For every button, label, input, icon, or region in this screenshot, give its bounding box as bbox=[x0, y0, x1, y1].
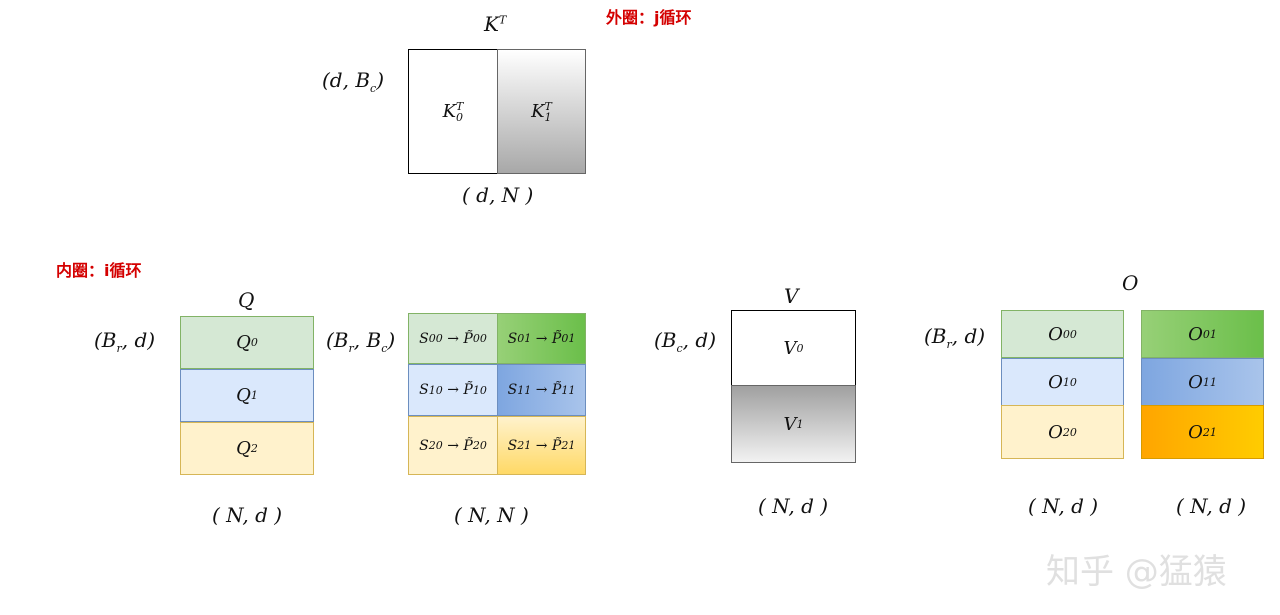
o-title: O bbox=[1122, 271, 1139, 295]
kt-title: KT bbox=[484, 12, 507, 36]
kt-side-label: (d, Bc) bbox=[322, 68, 385, 95]
o-shape-label-left: ( N, d ) bbox=[1028, 494, 1099, 518]
q-side-label: (Br, d) bbox=[94, 328, 156, 355]
outer-loop-note: 外圈：j循环 bbox=[606, 8, 692, 27]
o-shape-label-right: ( N, d ) bbox=[1176, 494, 1247, 518]
s-side-label: (Br, Bc) bbox=[326, 328, 396, 355]
o-side-label: (Br, d) bbox=[924, 324, 986, 351]
q-title: Q bbox=[238, 288, 255, 312]
v-shape-label: ( N, d ) bbox=[758, 494, 829, 518]
v-side-label: (Bc, d) bbox=[654, 328, 716, 355]
v-title: V bbox=[784, 284, 799, 308]
watermark: 知乎 @猛猿 bbox=[1046, 552, 1227, 592]
kt-shape-label: ( d, N ) bbox=[462, 183, 534, 207]
q-shape-label: ( N, d ) bbox=[212, 503, 283, 527]
inner-loop-note: 内圈：i循环 bbox=[56, 261, 142, 280]
s-shape-label: ( N, N ) bbox=[454, 503, 529, 527]
